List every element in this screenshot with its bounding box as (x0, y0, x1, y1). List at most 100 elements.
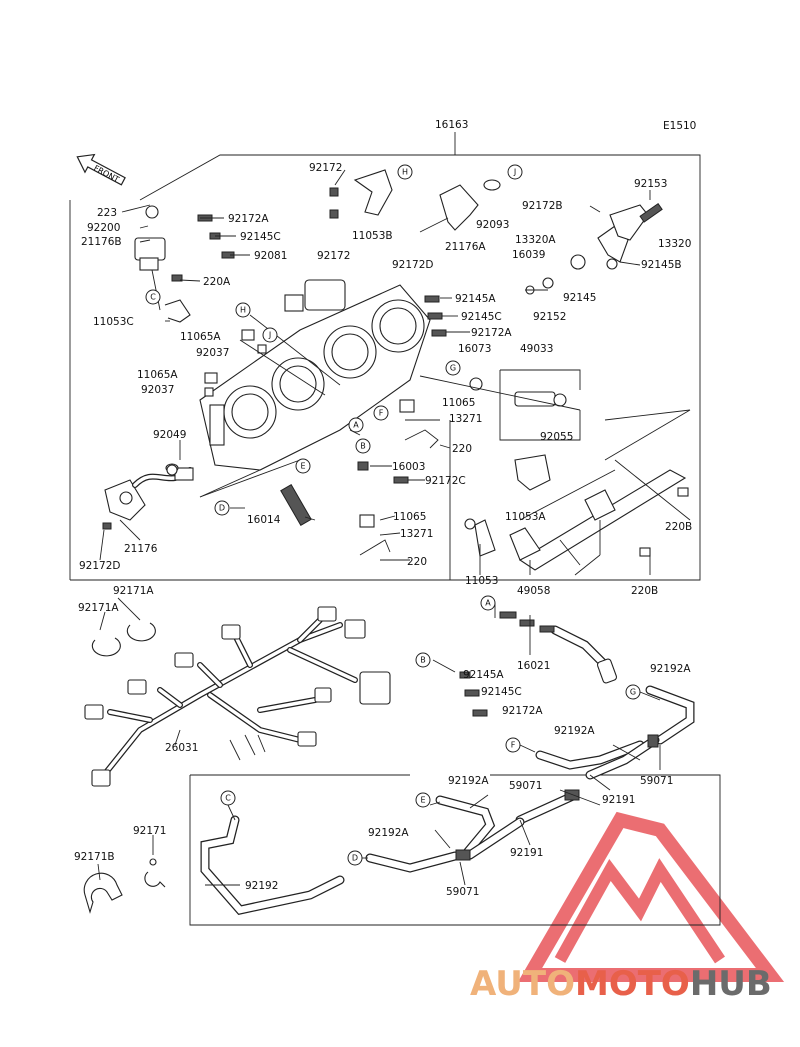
label-59071-3: 59071 (446, 886, 479, 898)
svg-text:F: F (379, 409, 384, 418)
svg-text:E: E (420, 796, 425, 805)
watermark-wordmark: AUTOMOTOHUB (470, 964, 772, 1004)
label-16021: 16021 (517, 660, 550, 672)
svg-text:D: D (219, 504, 225, 513)
label-11053c: 11053C (93, 316, 134, 328)
label-11053: 11053 (465, 575, 498, 587)
label-11053b: 11053B (352, 230, 393, 242)
svg-text:H: H (402, 168, 408, 177)
callout-d-bot: D (347, 850, 363, 866)
label-92171a: 92171A (113, 585, 154, 597)
label-92171: 92171 (133, 825, 166, 837)
svg-text:J: J (268, 331, 271, 340)
sensor-21176b (134, 205, 191, 323)
label-92172d: 92172D (392, 259, 434, 271)
label-11065a: 11065A (180, 331, 221, 343)
label-16014: 16014 (247, 514, 281, 526)
frame-lines (69, 132, 721, 926)
label-220: 220 (452, 443, 472, 455)
front-label: FRONT (92, 164, 120, 185)
callout-g-mid: G (445, 360, 461, 376)
diagram-code: E1510 (663, 120, 696, 132)
label-92145: 92145 (563, 292, 596, 304)
label-92172a: 92172A (228, 213, 269, 225)
callout-j-top: J (507, 164, 523, 180)
bracket-11053b (329, 169, 393, 219)
front-arrow: FRONT (76, 153, 126, 186)
callout-j-mid: J (262, 327, 278, 343)
fuel-line-16021 (459, 611, 618, 717)
label-92145c: 92145C (240, 231, 281, 243)
callout-g-bot: G (625, 684, 641, 700)
label-92152: 92152 (533, 311, 566, 323)
label-92172: 92172 (309, 162, 342, 174)
label-16073: 16073 (458, 343, 491, 355)
svg-text:C: C (225, 794, 231, 803)
label-59071: 59071 (509, 780, 542, 792)
callout-d-mid: D (214, 500, 230, 516)
label-92172-mid: 92172 (317, 250, 350, 262)
label-11065: 11065 (442, 397, 475, 409)
svg-text:A: A (353, 421, 359, 430)
label-92037-2: 92037 (141, 384, 174, 396)
callout-h-top: H (397, 164, 413, 180)
label-21176b: 21176B (81, 236, 122, 248)
callout-f-mid: F (373, 405, 389, 421)
svg-text:B: B (420, 656, 426, 665)
wiring-harness (84, 606, 391, 787)
throttle-sensor (419, 179, 501, 233)
svg-text:D: D (352, 854, 358, 863)
sensor-21176 (104, 463, 194, 521)
svg-text:G: G (630, 688, 636, 697)
label-26031: 26031 (165, 742, 198, 754)
label-16163: 16163 (435, 119, 468, 131)
label-13271: 13271 (449, 413, 482, 425)
label-11065-2: 11065 (393, 511, 426, 523)
label-59071-2: 59071 (640, 775, 673, 787)
label-92191: 92191 (602, 794, 635, 806)
logo-triangle-outer (517, 811, 785, 982)
vacuum-hoses (200, 685, 695, 915)
label-92191-2: 92191 (510, 847, 543, 859)
leader-lines (97, 169, 691, 886)
label-92172a-mid: 92172A (471, 327, 512, 339)
callout-e-bot: E (415, 792, 431, 808)
callout-f-bot: F (505, 737, 521, 753)
label-220-2: 220 (407, 556, 427, 568)
fuel-rail (464, 454, 687, 576)
label-16003: 16003 (392, 461, 425, 473)
label-223: 223 (97, 207, 117, 219)
watermark-text: AUTOMOTOHUB (470, 964, 772, 1004)
label-92171b: 92171B (74, 851, 115, 863)
callouts: H J C H J G F A B E D A B G F C E D (145, 164, 641, 866)
callout-e-mid: E (295, 458, 311, 474)
svg-text:H: H (240, 306, 246, 315)
label-92037: 92037 (196, 347, 229, 359)
label-92172c: 92172C (425, 475, 466, 487)
svg-text:J: J (513, 168, 516, 177)
svg-text:E: E (300, 462, 305, 471)
label-92192a-4: 92192A (368, 827, 409, 839)
label-92192a-2: 92192A (554, 725, 595, 737)
label-16039: 16039 (512, 249, 545, 261)
label-92172a-bot: 92172A (502, 705, 543, 717)
callout-c-left: C (145, 289, 161, 305)
label-21176a: 21176A (445, 241, 486, 253)
watermark-logo (517, 811, 785, 982)
label-92081: 92081 (254, 250, 287, 262)
callout-h-mid: H (235, 302, 251, 318)
label-220b-2: 220B (631, 585, 658, 597)
injector-49033 (469, 369, 581, 441)
svg-text:B: B (360, 442, 366, 451)
small-parts (102, 214, 689, 557)
label-92145a-bot: 92145A (463, 669, 504, 681)
callout-a-mid: A (348, 417, 364, 433)
callout-b-mid: B (355, 438, 371, 454)
label-220b: 220B (665, 521, 692, 533)
label-92172b: 92172B (522, 200, 563, 212)
label-92093: 92093 (476, 219, 509, 231)
svg-text:C: C (150, 293, 156, 302)
label-92172d-bot: 92172D (79, 560, 121, 572)
label-13271-2: 13271 (400, 528, 433, 540)
